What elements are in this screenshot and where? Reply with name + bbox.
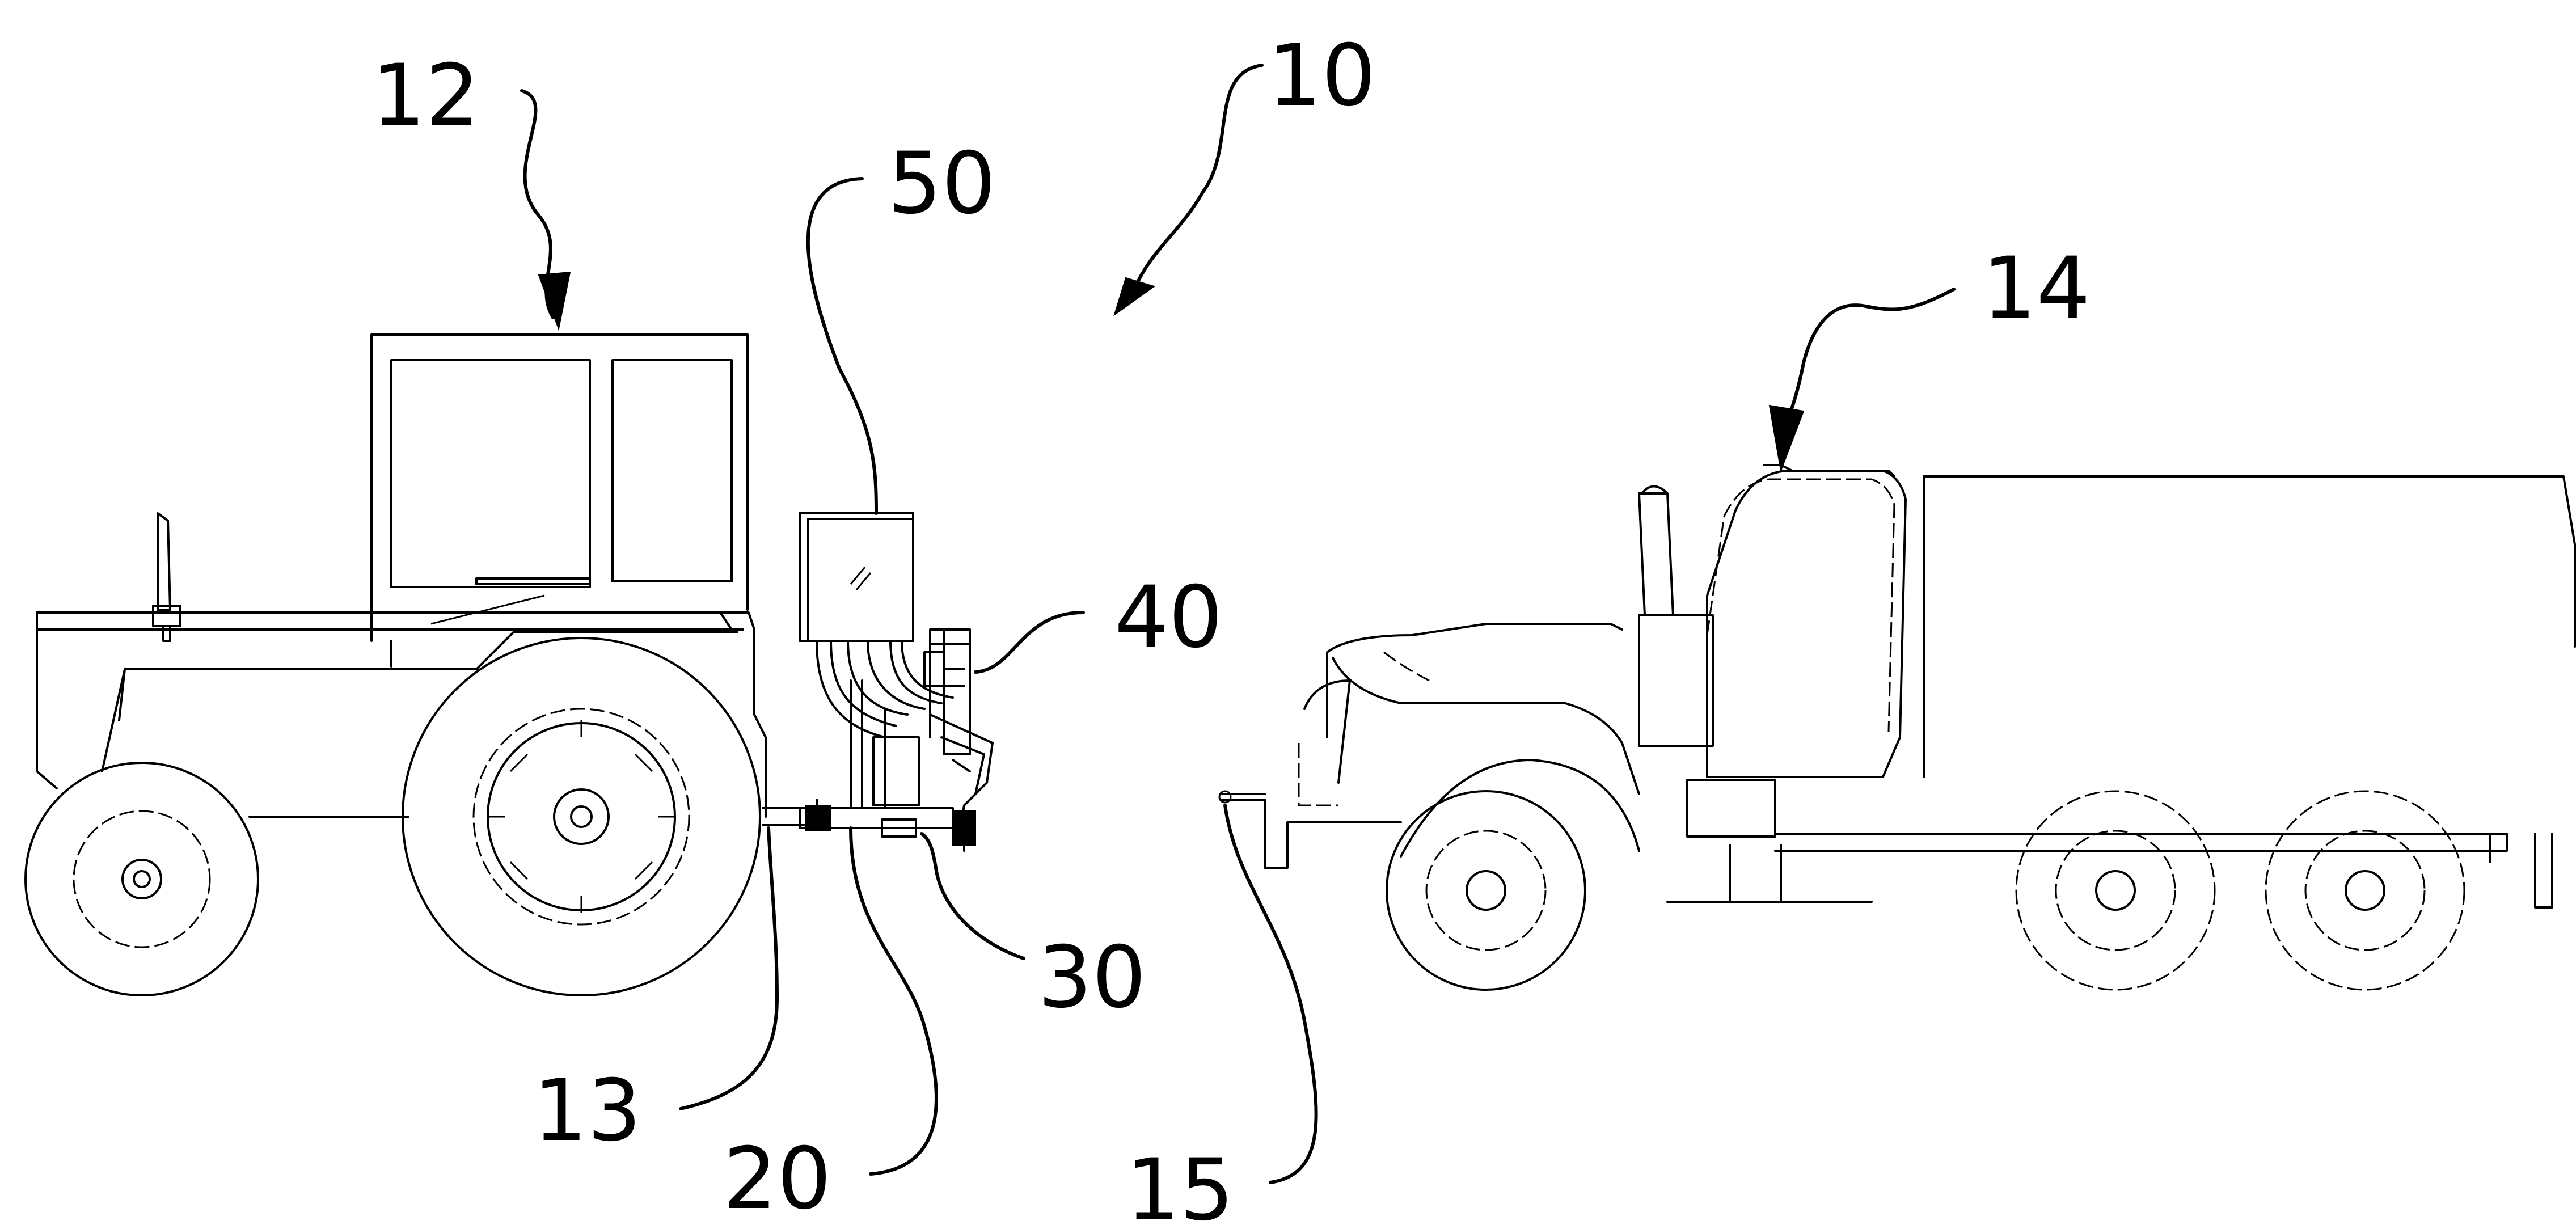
controller-box: [799, 512, 914, 642]
reference-numerals: 12 10 50 14 40 30 13 20 15: [371, 27, 2091, 1229]
label-20: 20: [723, 1130, 831, 1228]
tractor-front-wheel: [24, 762, 259, 996]
label-13: 13: [533, 1062, 641, 1160]
tractor: [24, 333, 812, 996]
label-50: 50: [888, 134, 996, 233]
tractor-rear-wheel: [402, 637, 761, 996]
leader-30: [920, 832, 1025, 960]
leader-40: [974, 611, 1085, 674]
label-15: 15: [1126, 1141, 1234, 1229]
truck-front-wheel: [1386, 759, 1640, 991]
leader-15: [1223, 804, 1318, 1184]
label-30: 30: [1038, 928, 1146, 1027]
arrow-14-icon: [1768, 404, 1805, 473]
leader-lines: [520, 64, 1956, 1184]
leader-13: [679, 826, 779, 1110]
truck-rear-wheel-2: [2265, 790, 2465, 991]
leader-20: [849, 826, 938, 1176]
label-40: 40: [1114, 568, 1223, 667]
arrow-12-icon: [538, 271, 571, 331]
arrow-10-icon: [1113, 277, 1156, 316]
hitch-device: [799, 512, 994, 852]
leader-50: [806, 177, 878, 515]
tanker-truck: [1218, 464, 2576, 991]
label-10: 10: [1268, 27, 1376, 125]
label-12: 12: [371, 47, 480, 145]
label-14: 14: [1982, 239, 2091, 338]
actuator-assembly: [923, 628, 994, 846]
leader-14: [1785, 288, 1956, 424]
truck-rear-wheel-1: [2015, 790, 2216, 991]
leader-10: [1133, 64, 1264, 291]
